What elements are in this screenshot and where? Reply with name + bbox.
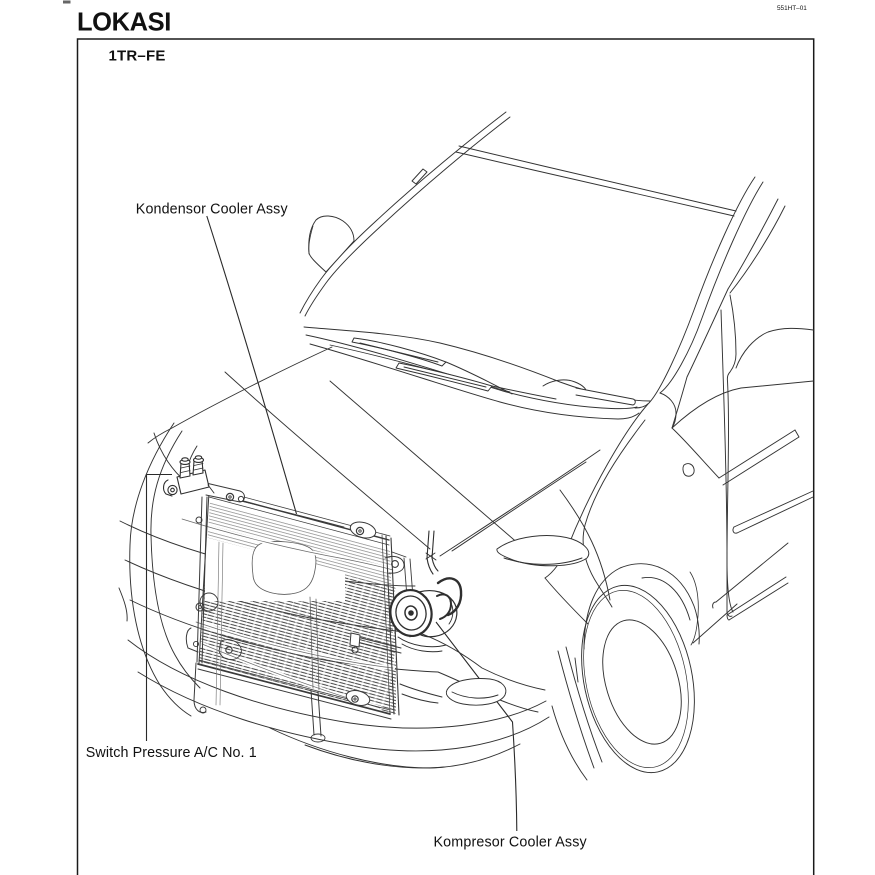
svg-text:1TR–FE: 1TR–FE [109,48,166,65]
svg-text:Kondensor Cooler Assy: Kondensor Cooler Assy [136,202,289,218]
svg-text:Switch Pressure A/C No. 1: Switch Pressure A/C No. 1 [86,745,257,761]
svg-text:Kompresor Cooler Assy: Kompresor Cooler Assy [434,835,588,851]
svg-text:551HT–01: 551HT–01 [777,5,807,12]
svg-text:LOKASI: LOKASI [77,9,171,37]
